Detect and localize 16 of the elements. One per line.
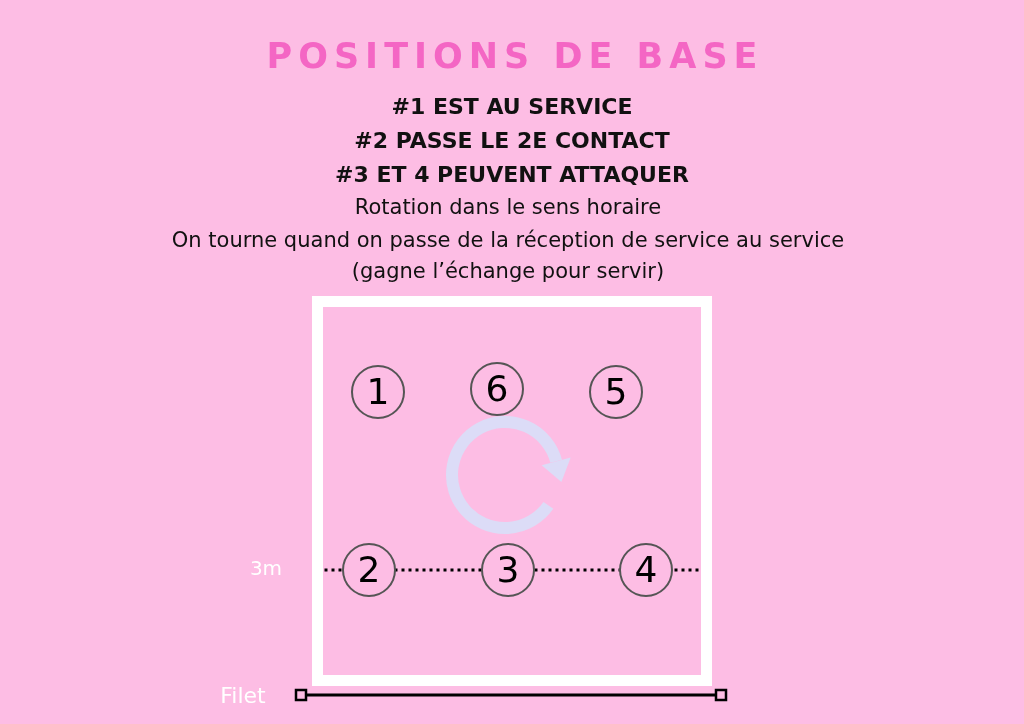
title: POSITIONS DE BASE	[266, 35, 764, 77]
position-circle: 1	[351, 365, 405, 419]
rule-text: #1 EST AU SERVICE	[391, 93, 633, 121]
note-text: (gagne l’échange pour servir)	[351, 259, 665, 285]
note-text: On tourne quand on passe de la réception de service au service	[171, 228, 845, 254]
court-outline	[312, 296, 712, 686]
note-text: Rotation dans le sens horaire	[354, 195, 662, 221]
rule-text: #2 PASSE LE 2E CONTACT	[354, 127, 670, 155]
net-label: Filet	[220, 682, 266, 710]
position-circle: 2	[342, 543, 396, 597]
rule-text: #3 ET 4 PEUVENT ATTAQUER	[335, 161, 689, 189]
position-circle: 6	[470, 362, 524, 416]
position-circle: 3	[481, 543, 535, 597]
distance-label: 3m	[249, 556, 283, 580]
position-circle: 4	[619, 543, 673, 597]
position-circle: 5	[589, 365, 643, 419]
